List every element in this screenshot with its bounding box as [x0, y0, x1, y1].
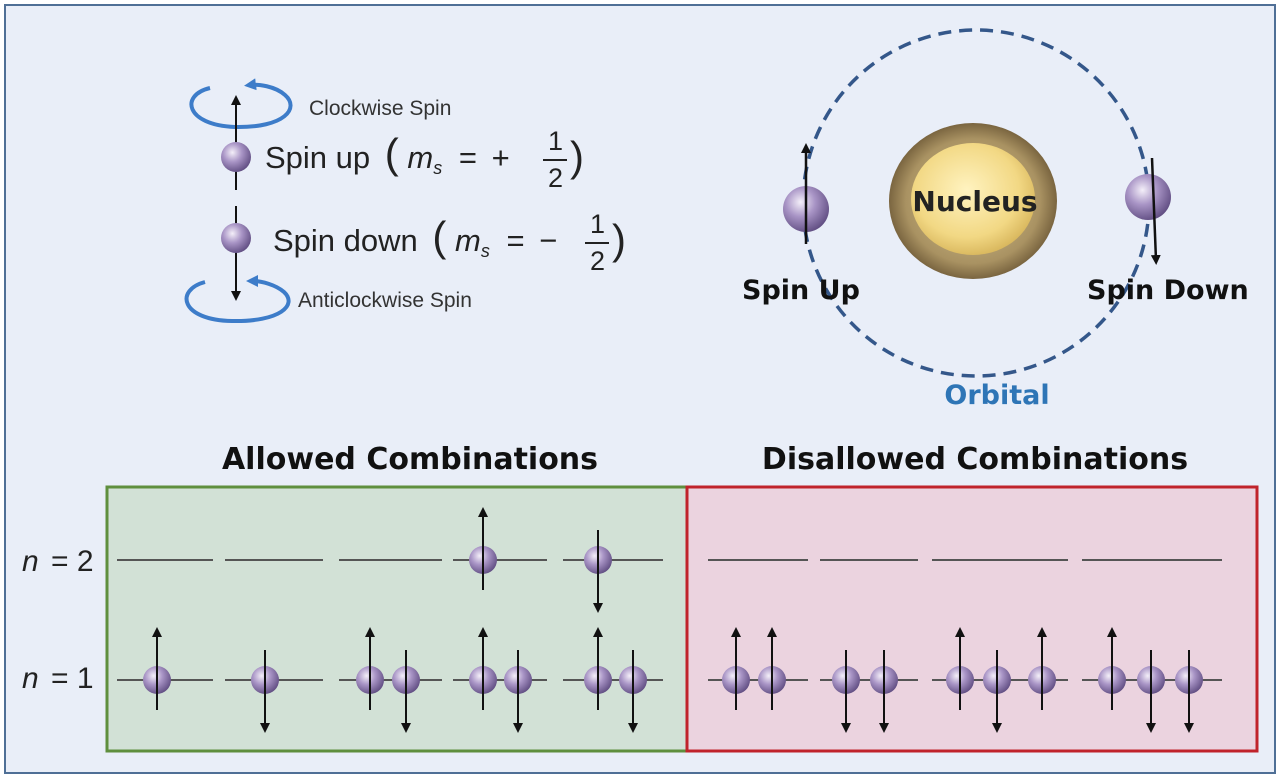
- orbital-label: Orbital: [944, 380, 1049, 411]
- nucleus-inner: [911, 143, 1035, 255]
- clockwise-arrow-icon: [189, 78, 293, 130]
- spin-down-label: Spin Down: [1087, 275, 1249, 306]
- disallowed-combinations-title: Disallowed Combinations: [762, 442, 1188, 477]
- spin-down-equation: Spin down ( ms = −: [273, 213, 557, 264]
- orbital-diagram: Nucleus Spin Up Spin Down Orbital: [742, 28, 1249, 411]
- anticlockwise-arrow-icon: [184, 275, 291, 324]
- spin-down-electron: [221, 223, 251, 253]
- spin-up-label: Spin Up: [742, 275, 860, 306]
- level-n1-label: n = 1: [22, 662, 94, 695]
- spin-up-equation: Spin up ( ms = +: [265, 130, 510, 181]
- energy-level-groups: [117, 507, 1222, 733]
- anticlockwise-spin-label: Anticlockwise Spin: [298, 289, 472, 312]
- orbital-spin-down-electron: [1125, 174, 1171, 220]
- orbital-spin-down-arrow: [1150, 157, 1161, 265]
- level-n2-label: n = 2: [22, 545, 94, 578]
- spin-down-close-paren: ): [612, 216, 626, 263]
- spin-down-fraction-den: 2: [590, 246, 605, 276]
- clockwise-spin-label: Clockwise Spin: [309, 97, 451, 120]
- spin-up-fraction-den: 2: [548, 163, 563, 193]
- allowed-panel: [105, 485, 689, 753]
- spin-legend: Clockwise Spin Spin up ( ms = + 1 2 ) Sp…: [184, 78, 626, 324]
- spin-up-close-paren: ): [570, 133, 584, 180]
- allowed-combinations-title: Allowed Combinations: [222, 442, 598, 477]
- spin-up-fraction-num: 1: [548, 126, 563, 156]
- nucleus-label: Nucleus: [912, 185, 1037, 218]
- disallowed-panel: [685, 485, 1259, 753]
- spin-up-electron: [221, 142, 251, 172]
- spin-down-fraction-num: 1: [590, 209, 605, 239]
